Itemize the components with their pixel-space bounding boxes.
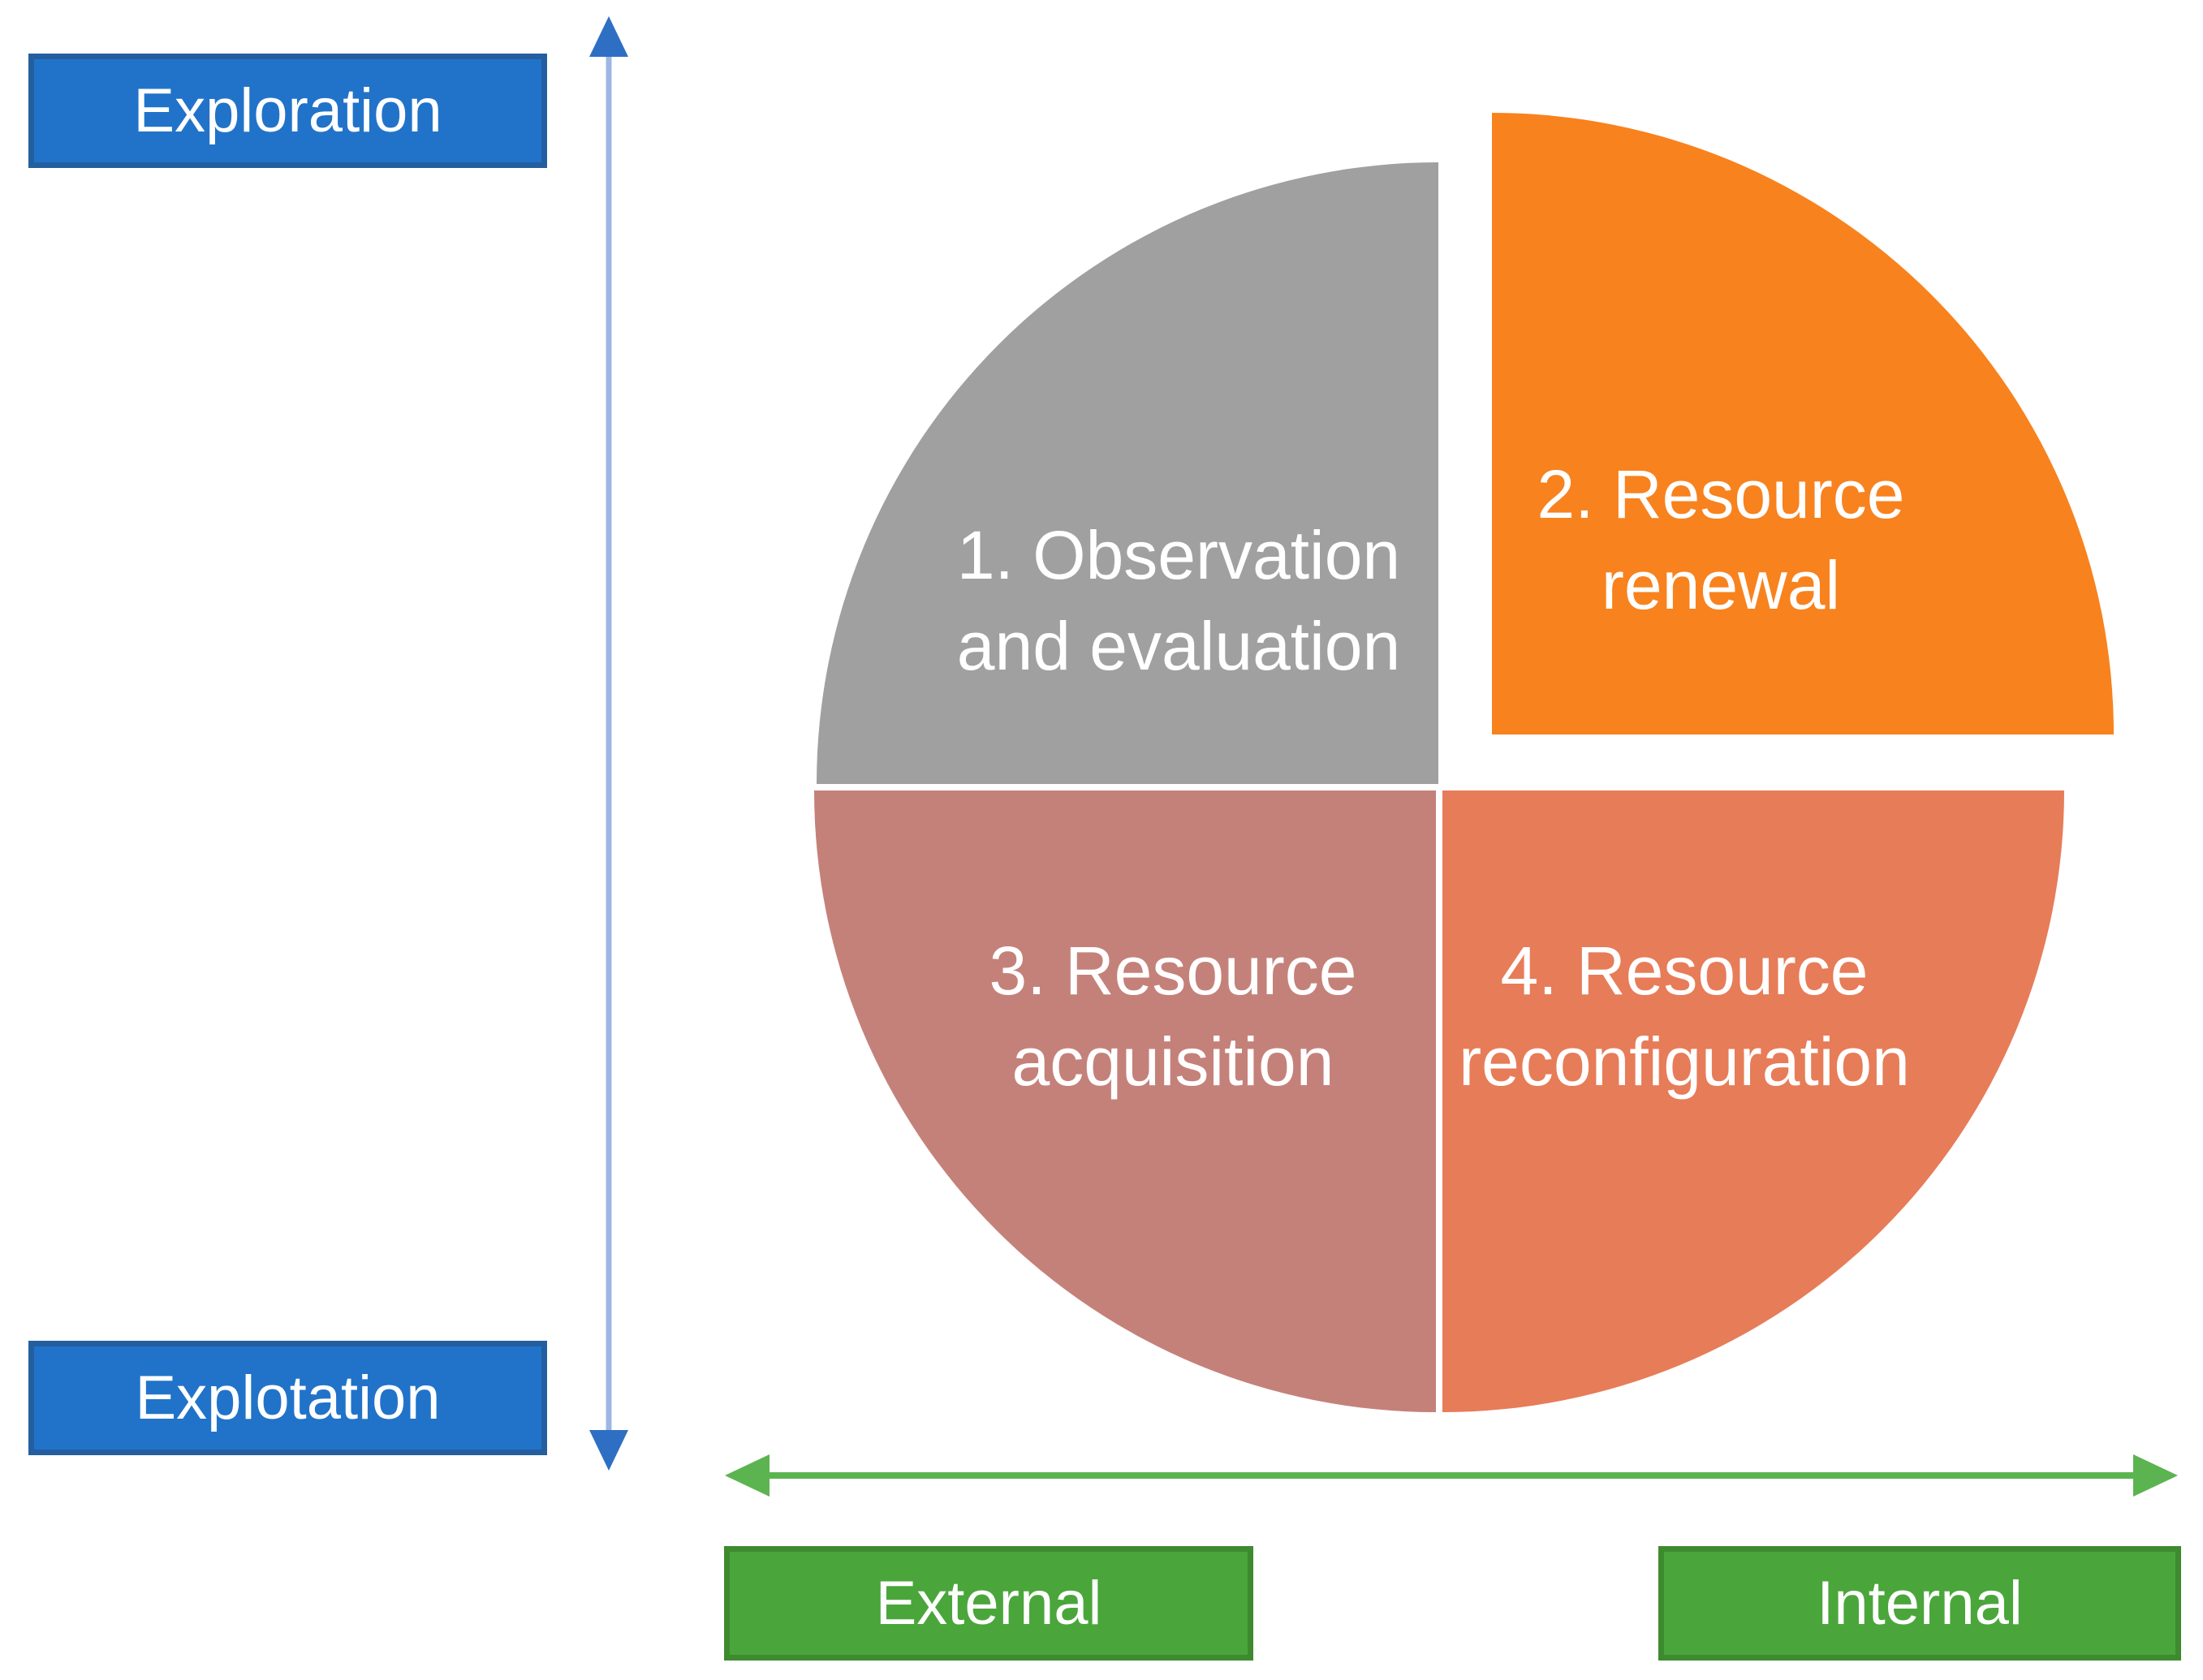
slice-label-line: renewal [1601, 547, 1841, 623]
slice-label-line: acquisition [1011, 1023, 1334, 1100]
external-label-box: External [724, 1546, 1253, 1661]
slice-label-line: 2. Resource [1537, 456, 1905, 532]
external-label: External [875, 1569, 1102, 1638]
pie-slice-resource-acquisition [814, 790, 1436, 1412]
slice-label-line: 1. Observation [956, 517, 1401, 593]
right-arrowhead-icon [2133, 1454, 2178, 1497]
pie-slice-resource-renewal [1492, 113, 2114, 734]
slice-label-resource-acquisition: 3. Resource acquisition [808, 925, 1538, 1107]
internal-label: Internal [1817, 1569, 2023, 1638]
slice-label-resource-reconfiguration: 4. Resource reconfiguration [1319, 925, 2050, 1107]
up-arrowhead-icon [589, 16, 628, 57]
slice-label-line: 3. Resource [989, 933, 1357, 1009]
horizontal-axis-arrow [725, 1454, 2178, 1497]
slice-label-line: 4. Resource [1500, 933, 1869, 1009]
internal-label-box: Internal [1658, 1546, 2181, 1661]
down-arrowhead-icon [589, 1430, 628, 1471]
explotation-label: Explotation [135, 1363, 441, 1432]
vertical-axis-arrow [589, 16, 628, 1471]
pie-slice-resource-reconfiguration [1442, 790, 2064, 1412]
pie-slice-observation-and-evaluation [817, 162, 1438, 784]
slice-label-line: reconfiguration [1459, 1023, 1910, 1100]
explotation-label-box: Explotation [28, 1341, 547, 1455]
left-arrowhead-icon [725, 1454, 770, 1497]
exploration-label: Exploration [133, 76, 442, 145]
slice-label-line: and evaluation [956, 608, 1401, 684]
slice-label-observation-and-evaluation: 1. Observation and evaluation [813, 510, 1544, 691]
slice-label-resource-renewal: 2. Resource renewal [1356, 449, 2086, 631]
exploration-label-box: Exploration [28, 54, 547, 168]
